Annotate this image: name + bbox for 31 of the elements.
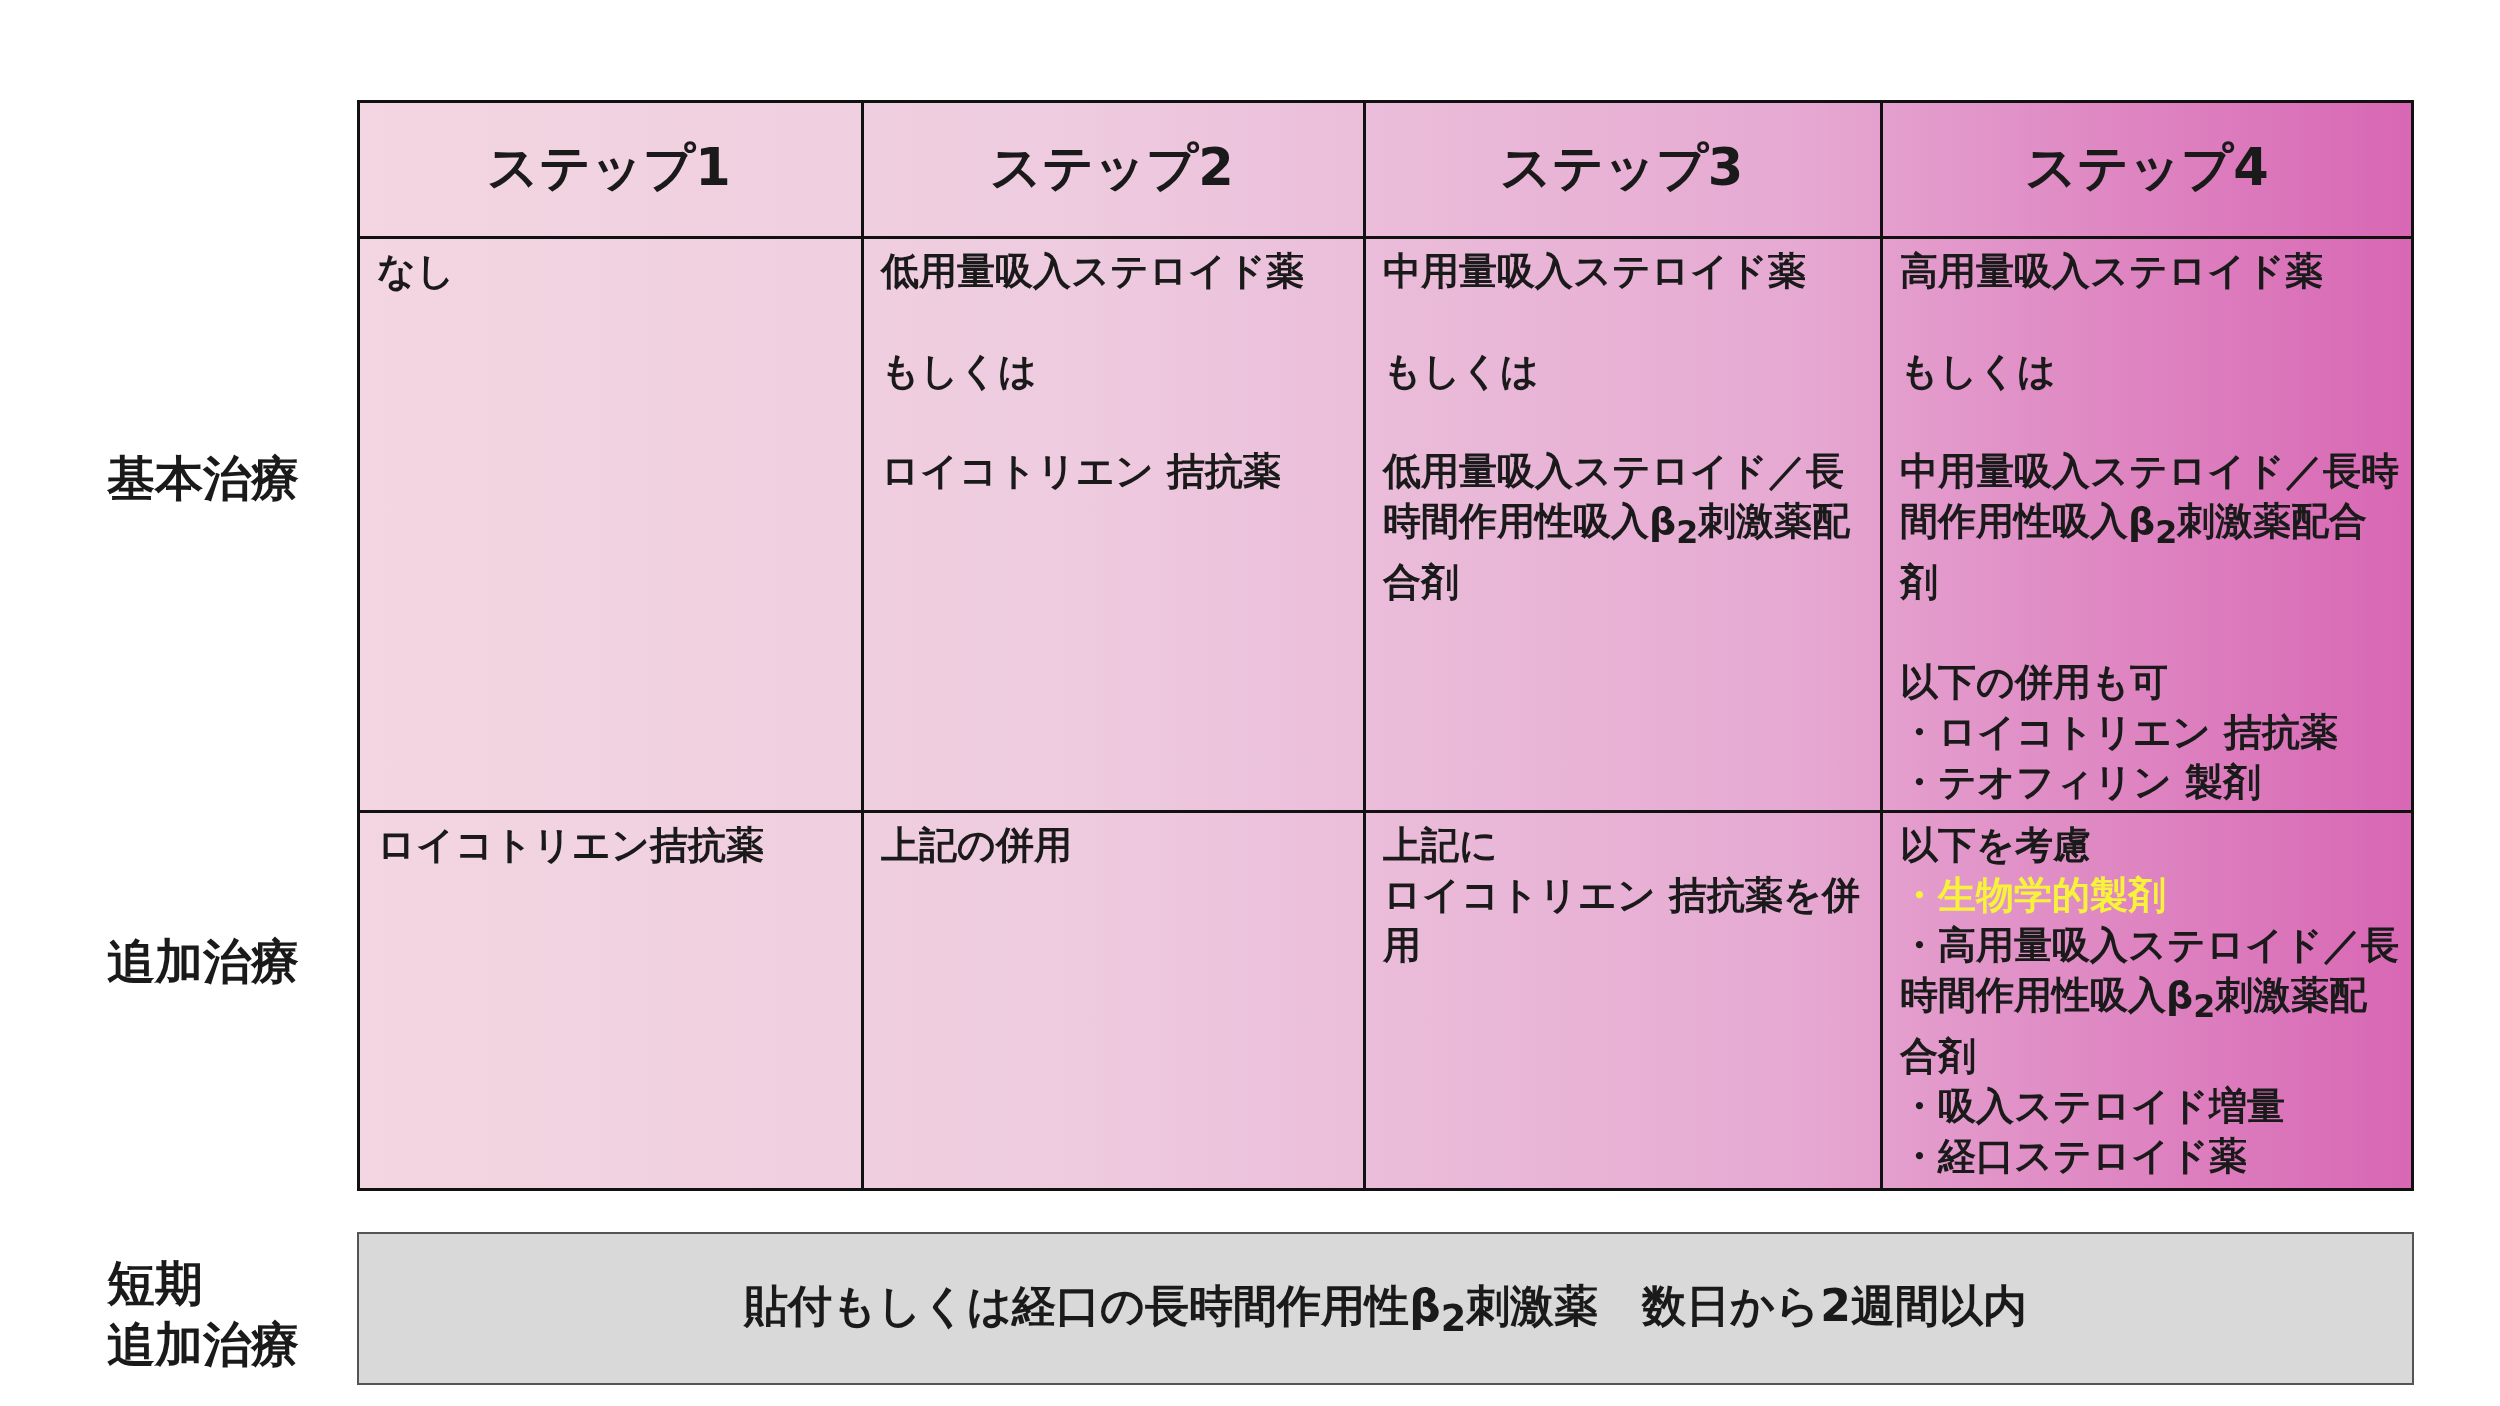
cell-text: ・テオフィリン 製剤 [1900, 758, 2263, 806]
column-header: ステップ4 [2024, 138, 2270, 198]
cell-text: 以下の併用も可 [1900, 658, 2169, 706]
cell-text: なし [377, 248, 456, 295]
cell-text: ロイコトリエン 拮抗薬を併用 [1383, 872, 1862, 969]
cell-text: 低用量吸入ステロイド／長時間作用性吸入β$_{2}$刺激薬配合剤 [1383, 448, 1852, 606]
cell-text: 上記に [1383, 822, 1499, 869]
cell-text: 高用量吸入ステロイド薬 [1900, 248, 2324, 295]
cell-text: 中用量吸入ステロイド／長時間作用性吸入β$_{2}$刺激薬配合剤 [1900, 448, 2400, 606]
row-label: 基本治療 [107, 449, 299, 508]
cell-text: 低用量吸入ステロイド薬 [881, 248, 1305, 295]
cell-text: ・経口ステロイド薬 [1900, 1132, 2248, 1180]
cell-text: もしくは [881, 348, 1038, 395]
column-header: ステップ2 [989, 138, 1235, 198]
cell-text: 以下を考慮 [1900, 822, 2092, 869]
cell-text: ロイコトリエン 拮抗薬 [881, 448, 1283, 495]
row-label: 追加治療 [107, 932, 299, 991]
note-text: 貼付もしくは経口の長時間作用性β$_{2}$刺激薬 数日から2週間以内 [744, 1279, 2027, 1340]
cell-text: ロイコトリエン拮抗薬 [377, 822, 765, 869]
column-header: ステップ1 [486, 138, 732, 198]
cell-text: ・吸入ステロイド増量 [1900, 1082, 2286, 1130]
cell-text: もしくは [1383, 348, 1540, 395]
cell-text: ・生物学的製剤 [1900, 872, 2167, 919]
cell-text: ・高用量吸入ステロイド／長時間作用性吸入β$_{2}$刺激薬配合剤 [1900, 922, 2400, 1080]
row-label: 短期 [107, 1254, 203, 1313]
cell-text: 上記の併用 [881, 822, 1073, 869]
row-label: 追加治療 [107, 1315, 299, 1374]
cell-text: 中用量吸入ステロイド薬 [1383, 248, 1807, 295]
cell-text: ・ロイコトリエン 拮抗薬 [1900, 708, 2340, 756]
cell-text: もしくは [1900, 348, 2057, 395]
column-header: ステップ3 [1498, 138, 1745, 198]
